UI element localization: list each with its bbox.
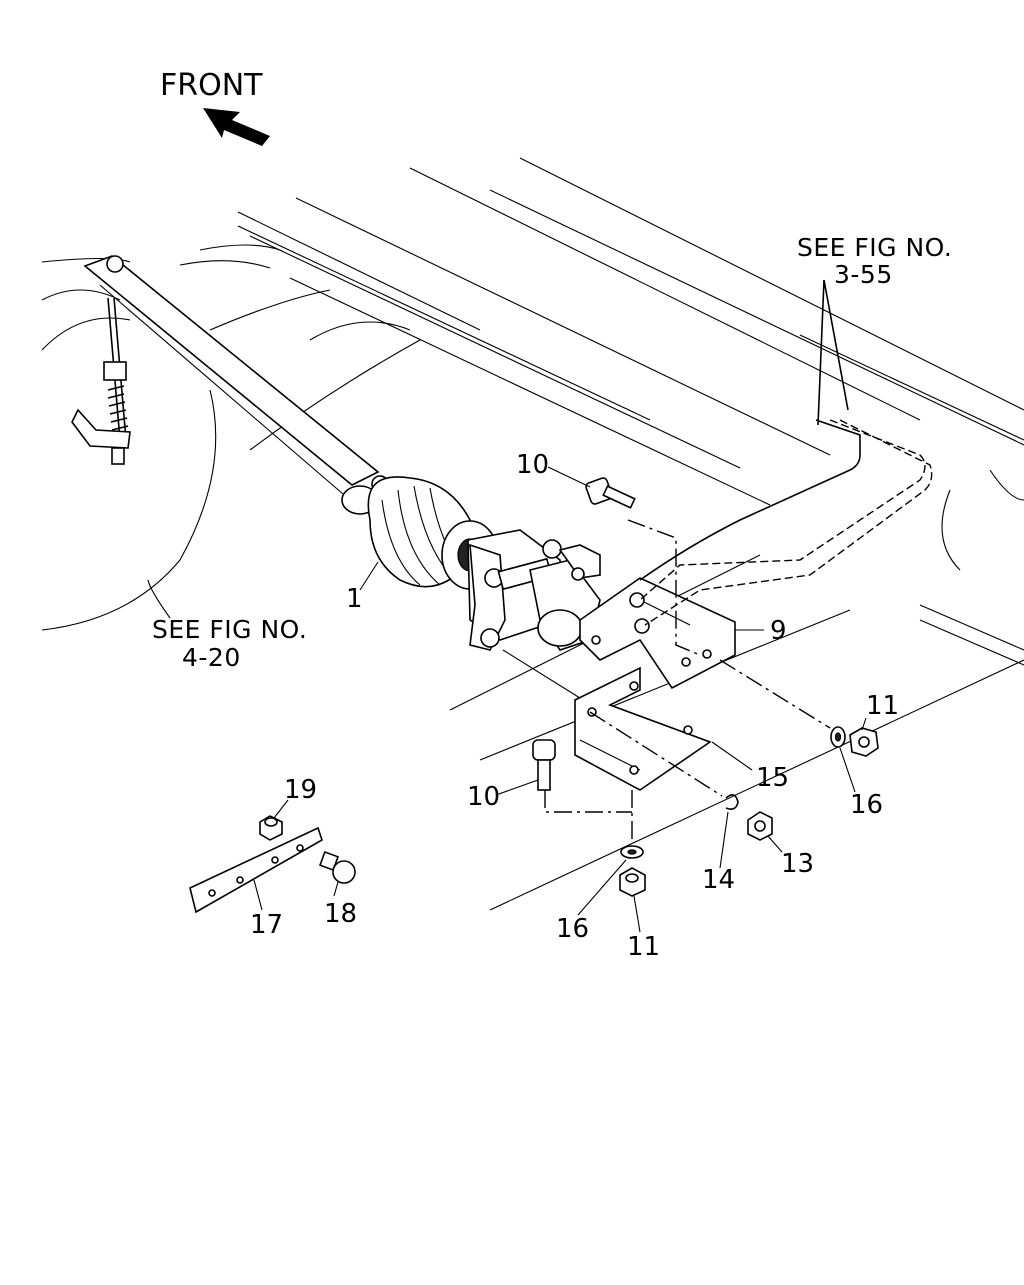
callout-11: 11 (866, 691, 899, 721)
nut-11-lower (619, 867, 646, 897)
beam-bolt-icon (106, 255, 124, 273)
lockwasher-14 (725, 794, 739, 810)
callout-1: 1 (346, 584, 363, 614)
callout-13: 13 (781, 849, 814, 879)
assembly-lines (502, 519, 831, 840)
wheel-outline (41, 244, 421, 631)
front-label: FRONT (160, 68, 263, 103)
wing-nut-icon (71, 408, 131, 449)
callout-17: 17 (250, 910, 283, 940)
bolt-18 (319, 851, 356, 884)
callout-10: 10 (467, 782, 500, 812)
bracket-9 (579, 577, 736, 690)
callout-11: 11 (627, 932, 660, 962)
callout-10: 10 (516, 450, 549, 480)
callout-16: 16 (556, 914, 589, 944)
brake-beam (83, 255, 380, 501)
brake-chamber (341, 475, 601, 651)
frame-rails (237, 157, 1024, 911)
leader-lines (147, 466, 867, 933)
ref-label-line2: 3-55 (834, 260, 893, 289)
ref-label-line2: 4-20 (182, 643, 241, 672)
callout-15: 15 (756, 763, 789, 793)
callout-16: 16 (850, 790, 883, 820)
brake-lines (639, 279, 933, 626)
bolt-10-lower (532, 739, 556, 791)
washer-16-right (830, 726, 846, 748)
front-arrow-icon (203, 108, 270, 146)
nut-13 (747, 811, 773, 841)
bolt-10-upper (585, 477, 636, 509)
plate-17 (189, 826, 323, 914)
ref-label-line1: SEE FIG NO. (152, 615, 307, 644)
callout-14: 14 (702, 865, 735, 895)
ref-label-line1: SEE FIG NO. (797, 233, 952, 262)
bracket-15 (574, 666, 712, 791)
washer-16-lower (620, 845, 644, 859)
callout-9: 9 (770, 616, 787, 646)
callout-18: 18 (324, 899, 357, 929)
nut-11-right (849, 727, 879, 757)
callout-19: 19 (284, 775, 317, 805)
adjuster-rod (71, 297, 131, 465)
nut-19 (259, 815, 283, 841)
